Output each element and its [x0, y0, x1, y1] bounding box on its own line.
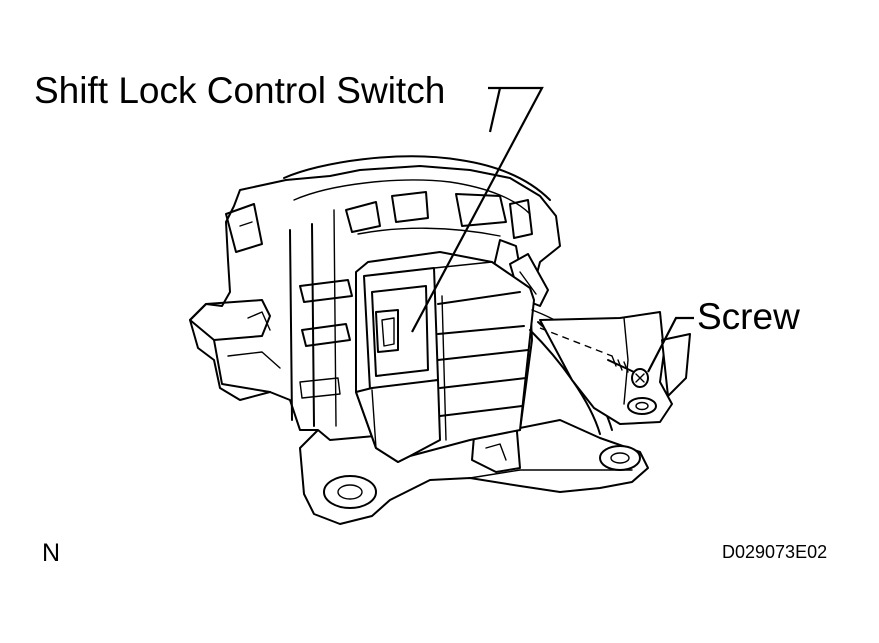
shift-lock-control-switch-label: Shift Lock Control Switch — [34, 70, 446, 111]
leader-screw — [647, 316, 694, 373]
right-mounting-bracket — [539, 311, 691, 425]
screw-label: Screw — [697, 296, 800, 337]
drawing-code-label: D029073E02 — [722, 542, 828, 562]
screw-fastener — [539, 327, 649, 388]
orientation-label: N — [42, 539, 61, 567]
leader-lines — [411, 86, 694, 373]
shift-lock-control-switch — [355, 251, 621, 463]
leader-switch — [411, 86, 544, 333]
leader-switch-branch — [488, 87, 502, 133]
